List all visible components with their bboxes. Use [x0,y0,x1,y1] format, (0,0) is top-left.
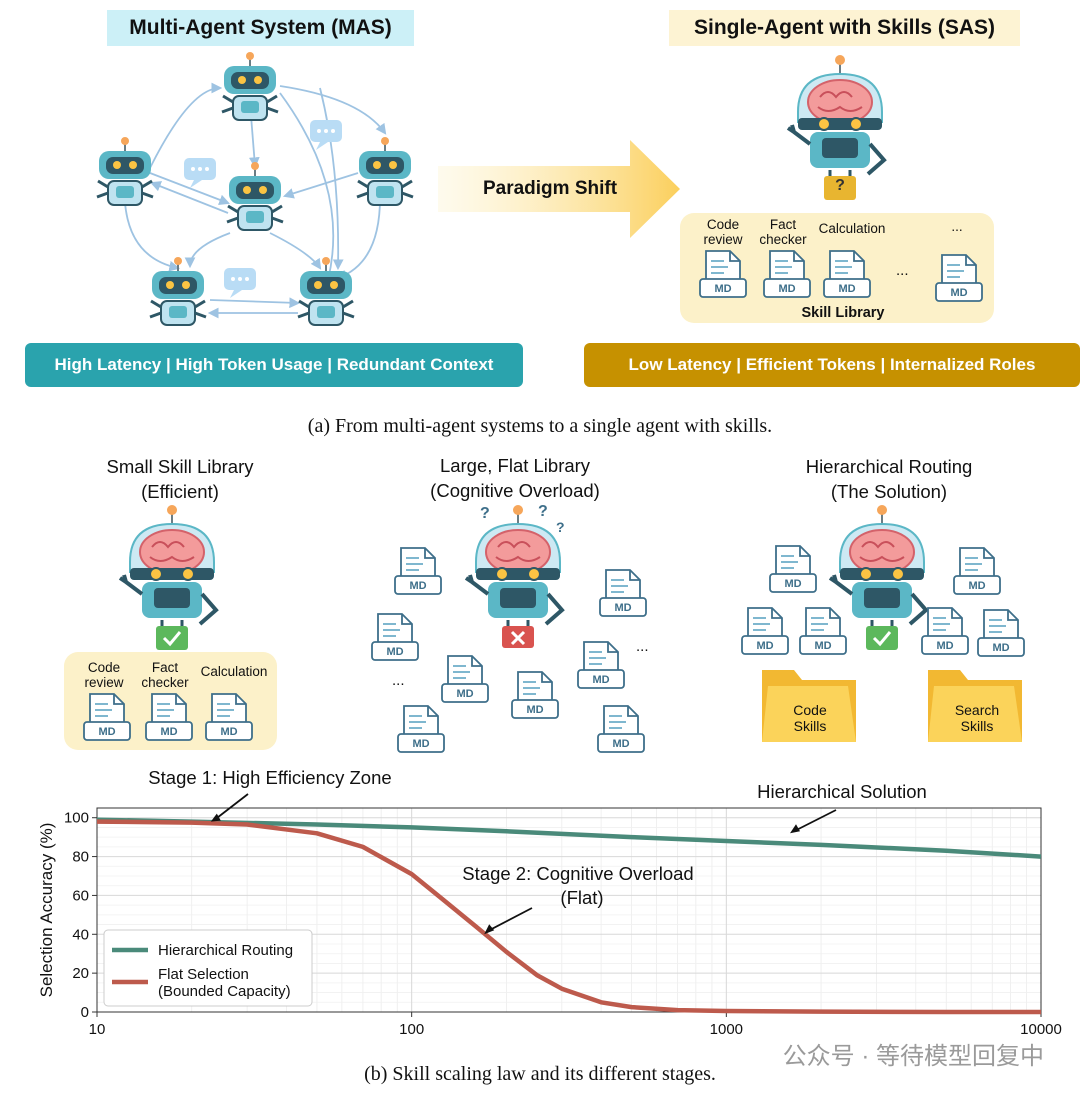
hier-doc-icons [736,540,1036,660]
panel-flat-title-1: Large, Flat Library [390,453,640,478]
sas-doc-icons: MD [680,245,994,305]
flat-ellipsis-2: ... [392,672,405,689]
annotation-hier: Hierarchical Solution [757,781,927,802]
small-label-code-review: Code review [80,660,128,690]
folder-search-label: Search Skills [946,702,1008,734]
sas-question-mark: ? [826,177,854,195]
svg-text:?: ? [538,503,548,520]
mas-title: Multi-Agent System (MAS) [107,10,414,46]
y-tick-label: 60 [72,887,89,904]
legend-label: Flat Selection [158,966,249,983]
sas-banner: Low Latency | Efficient Tokens | Interna… [584,343,1080,387]
annotation-arrow-hier [794,810,836,831]
panel-flat-title-2: (Cognitive Overload) [390,478,640,503]
small-doc-icons [64,692,277,744]
sas-doc-ellipsis: ... [896,262,909,279]
annotation-arrowhead-stage2 [484,924,494,934]
folder-code-label: Code Skills [782,702,838,734]
y-tick-label: 100 [64,810,89,827]
annotation-arrowhead-hier [790,824,800,833]
y-axis-label: Selection Accuracy (%) [37,823,56,998]
y-tick-label: 20 [72,965,89,982]
panel-small-title-1: Small Skill Library [60,454,300,479]
small-label-calculation: Calculation [196,664,272,679]
skill-label-calculation: Calculation [814,221,890,236]
x-tick-label: 1000 [710,1021,743,1038]
caption-a: (a) From multi-agent systems to a single… [0,415,1080,438]
y-tick-label: 0 [81,1004,89,1021]
sas-title: Single-Agent with Skills (SAS) [669,10,1020,46]
y-tick-label: 80 [72,849,89,866]
flat-ellipsis-1: ... [636,638,649,655]
skill-library-label: Skill Library [760,305,926,321]
annotation-stage1: Stage 1: High Efficiency Zone [148,767,391,788]
annotation-arrow-stage1 [215,794,248,820]
svg-text:?: ? [480,505,490,522]
small-library-robot [112,502,232,652]
watermark: 公众号 · 等待模型回复中 [783,1036,1044,1071]
legend-label: Hierarchical Routing [158,942,293,959]
annotation-stage2-line2: (Flat) [560,887,603,908]
y-tick-label: 40 [72,926,89,943]
small-label-fact-checker: Fact checker [138,660,192,690]
panel-small-title-2: (Efficient) [60,479,300,504]
panel-hier-title-1: Hierarchical Routing [764,454,1014,479]
skill-label-ellipsis: ... [940,219,974,234]
x-tick-label: 10 [89,1021,106,1038]
mas-diagram [80,48,420,338]
panel-hier-title-2: (The Solution) [764,479,1014,504]
legend-label: (Bounded Capacity) [158,983,291,1000]
flat-doc-icons [360,540,660,755]
skill-label-code-review: Code review [700,217,746,247]
x-tick-label: 100 [399,1021,424,1038]
annotation-stage2-line1: Stage 2: Cognitive Overload [462,863,693,884]
mas-banner: High Latency | High Token Usage | Redund… [25,343,523,387]
skill-label-fact-checker: Fact checker [756,217,810,247]
annotation-arrow-stage2 [489,908,532,930]
paradigm-shift-label: Paradigm Shift [455,178,645,200]
svg-text:?: ? [556,519,565,535]
